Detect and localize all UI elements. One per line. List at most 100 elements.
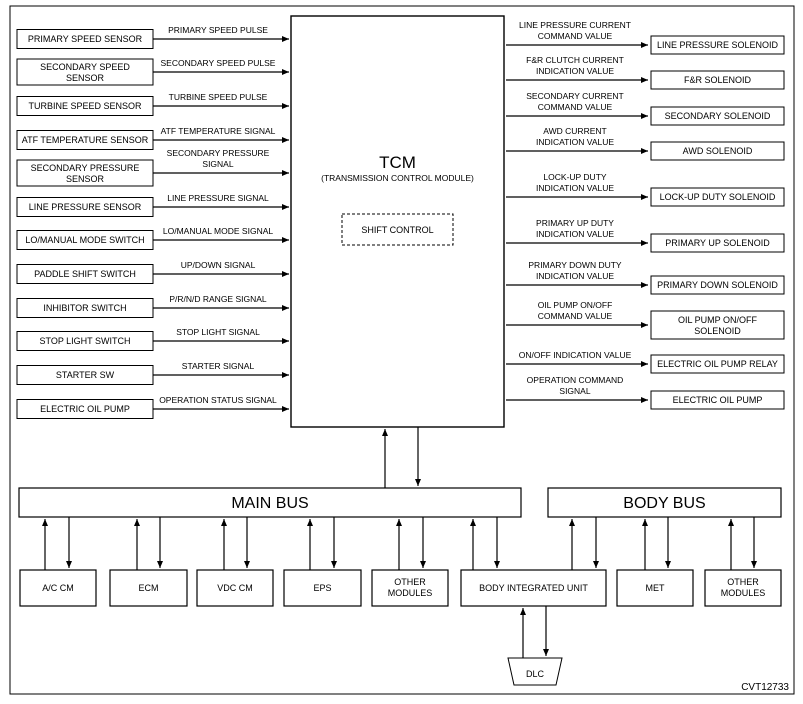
bus-module-box bbox=[616, 569, 694, 607]
bus-module: VDC CM bbox=[196, 569, 274, 607]
input-signal-label: STARTER SIGNAL bbox=[182, 361, 255, 371]
tcm-subtitle: (TRANSMISSION CONTROL MODULE) bbox=[321, 173, 474, 183]
bus-module: EPS bbox=[283, 569, 362, 607]
output-device-box bbox=[650, 390, 785, 410]
bus-link bbox=[728, 517, 757, 570]
input-row: ATF TEMPERATURE SENSOR ATF TEMPERATURE SI… bbox=[16, 126, 289, 150]
tcm-bus-links bbox=[382, 427, 421, 488]
output-device-box bbox=[650, 354, 785, 374]
input-device-label: LINE PRESSURE SENSOR bbox=[29, 202, 142, 212]
input-device-label: PADDLE SHIFT SWITCH bbox=[34, 269, 136, 279]
input-signal-label: LINE PRESSURE SIGNAL bbox=[167, 193, 269, 203]
bus-link bbox=[642, 517, 671, 570]
bus-module-label: ECM bbox=[139, 583, 159, 593]
bus-module-box bbox=[19, 569, 97, 607]
bus-link bbox=[134, 517, 163, 570]
bus-module-label: BODY INTEGRATED UNIT bbox=[479, 583, 588, 593]
input-signal-label: PRIMARY SPEED PULSE bbox=[168, 25, 268, 35]
input-signal-label: OPERATION STATUS SIGNAL bbox=[159, 395, 277, 405]
bus-module: BODY INTEGRATED UNIT bbox=[460, 569, 607, 607]
dlc-links bbox=[520, 606, 549, 658]
main-bus-label: MAIN BUS bbox=[231, 495, 308, 512]
input-device-label: PRIMARY SPEED SENSOR bbox=[28, 34, 143, 44]
output-device-box bbox=[650, 106, 785, 126]
output-device-label: ELECTRIC OIL PUMP RELAY bbox=[657, 359, 778, 369]
bus-module-box bbox=[109, 569, 188, 607]
input-device-box bbox=[16, 159, 154, 187]
input-device-label: LO/MANUAL MODE SWITCH bbox=[25, 235, 144, 245]
output-device-box bbox=[650, 187, 785, 207]
bus-module-label: EPS bbox=[313, 583, 331, 593]
input-signal-label: P/R/N/D RANGE SIGNAL bbox=[169, 294, 267, 304]
output-device-box bbox=[650, 35, 785, 55]
bus-link bbox=[470, 517, 500, 570]
input-device-label: TURBINE SPEED SENSOR bbox=[28, 101, 142, 111]
input-signal-label: TURBINE SPEED PULSE bbox=[169, 92, 268, 102]
input-device-label: STARTER SW bbox=[56, 370, 115, 380]
bus-module-box bbox=[371, 569, 449, 607]
output-device-box bbox=[650, 310, 785, 340]
bus-module: A/C CM bbox=[19, 569, 97, 607]
output-device-label: F&R SOLENOID bbox=[684, 75, 752, 85]
input-signal-label: STOP LIGHT SIGNAL bbox=[176, 327, 260, 337]
input-row: ELECTRIC OIL PUMP OPERATION STATUS SIGNAL bbox=[16, 395, 289, 419]
output-device-label: LINE PRESSURE SOLENOID bbox=[657, 40, 779, 50]
input-signal-label: SECONDARY SPEED PULSE bbox=[161, 58, 276, 68]
input-device-label: ELECTRIC OIL PUMP bbox=[40, 404, 130, 414]
output-device-box bbox=[650, 141, 785, 161]
tcm-block: TCM (TRANSMISSION CONTROL MODULE) SHIFT … bbox=[290, 15, 505, 428]
bus-link bbox=[396, 517, 426, 570]
input-device-label: ATF TEMPERATURE SENSOR bbox=[22, 135, 149, 145]
main-bus: MAIN BUS bbox=[18, 487, 522, 518]
output-device-label: PRIMARY UP SOLENOID bbox=[665, 238, 770, 248]
output-device-label: ELECTRIC OIL PUMP bbox=[673, 395, 763, 405]
input-signal-label: ATF TEMPERATURE SIGNAL bbox=[161, 126, 276, 136]
input-signals: PRIMARY SPEED SENSOR PRIMARY SPEED PULSE S… bbox=[16, 25, 289, 419]
bus-module: ECM bbox=[109, 569, 188, 607]
bus-module: MET bbox=[616, 569, 694, 607]
output-device-label: PRIMARY DOWN SOLENOID bbox=[657, 280, 778, 290]
output-device-box bbox=[650, 233, 785, 253]
output-device-box bbox=[650, 275, 785, 295]
bus-link bbox=[569, 517, 599, 570]
shift-control-label: SHIFT CONTROL bbox=[361, 225, 433, 235]
input-row: STOP LIGHT SWITCH STOP LIGHT SIGNAL bbox=[16, 327, 289, 351]
dlc-label: DLC bbox=[526, 669, 545, 679]
input-signal-label: UP/DOWN SIGNAL bbox=[181, 260, 256, 270]
figure-id: CVT12733 bbox=[741, 682, 789, 693]
body-bus-label: BODY BUS bbox=[623, 495, 705, 512]
input-device-label: STOP LIGHT SWITCH bbox=[39, 336, 130, 346]
bus-module-label: VDC CM bbox=[217, 583, 253, 593]
input-row: LO/MANUAL MODE SWITCH LO/MANUAL MODE SIGN… bbox=[16, 226, 289, 250]
bus-module-box bbox=[460, 569, 607, 607]
input-row: TURBINE SPEED SENSOR TURBINE SPEED PULSE bbox=[16, 92, 289, 116]
bus-link bbox=[221, 517, 250, 570]
output-device-label: LOCK-UP DUTY SOLENOID bbox=[660, 192, 776, 202]
bus-module-label: A/C CM bbox=[42, 583, 74, 593]
input-signal-label: LO/MANUAL MODE SIGNAL bbox=[163, 226, 273, 236]
bus-link bbox=[42, 517, 72, 570]
